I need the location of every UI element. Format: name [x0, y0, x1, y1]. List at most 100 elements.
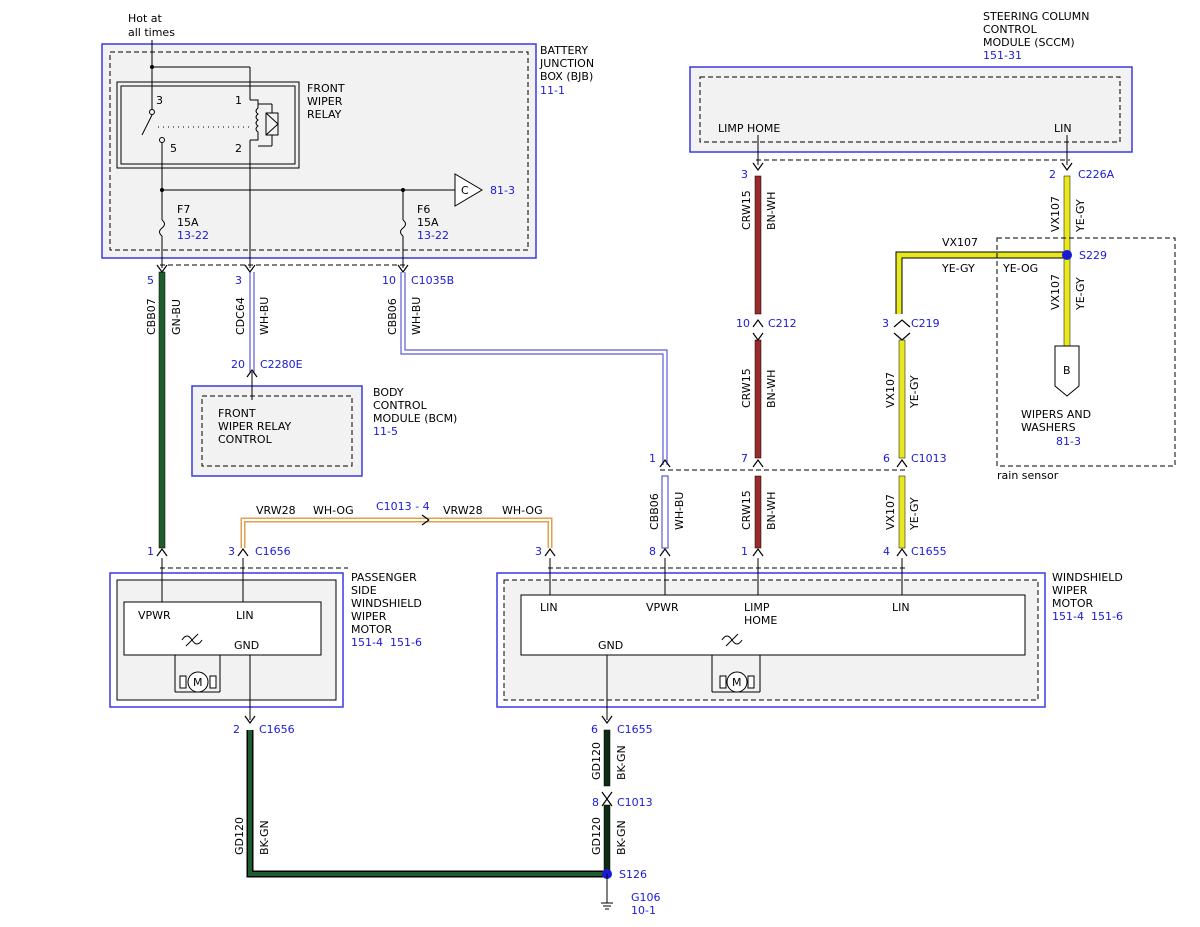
- wire-label-vx107-b: VX107: [884, 372, 897, 408]
- wire-cbb07: [158, 271, 166, 549]
- wire-vx107-h: [1063, 175, 1071, 347]
- ws-name-3: MOTOR: [1052, 597, 1094, 610]
- pass-pin-3: 3: [228, 545, 235, 558]
- relay-name-1: FRONT: [307, 82, 345, 95]
- wire-label-bk-gn-c: BK-GN: [615, 820, 628, 855]
- wire-label-wh-bu-1: WH-BU: [258, 297, 271, 335]
- rain-sensor-label: rain sensor: [997, 469, 1059, 482]
- bjb-ref: 11-1: [540, 84, 565, 97]
- bcm-func-2: WIPER RELAY: [218, 420, 291, 433]
- pass-ref-2: 151-6: [390, 636, 422, 649]
- bjb-name-1: BATTERY: [540, 44, 588, 57]
- ground-g106: G106: [631, 891, 661, 904]
- wire-vx107-c: [898, 475, 906, 549]
- front-wiper-relay: [116, 67, 300, 268]
- sccm-limp-home: LIMP HOME: [718, 122, 780, 135]
- bcm-conn: C2280E: [260, 358, 303, 371]
- wire-cbb06: [400, 272, 669, 549]
- relay-pin-5: 5: [170, 142, 177, 155]
- ws-vpwr: VPWR: [646, 601, 679, 614]
- relay-name-2: WIPER: [307, 95, 343, 108]
- bjb-name-3: BOX (BJB): [540, 70, 593, 83]
- wipers-washers-1: WIPERS AND: [1021, 408, 1091, 421]
- ws-pin-1: 1: [741, 545, 748, 558]
- fuse-f7-ref: 13-22: [177, 229, 209, 242]
- pass-gnd: GND: [234, 639, 259, 652]
- wire-vx107-b: [898, 339, 906, 459]
- ws-pin-4: 4: [883, 545, 890, 558]
- wire-label-bn-wh-b: BN-WH: [765, 370, 778, 408]
- ws-ref-2: 151-6: [1091, 610, 1123, 623]
- ws-pin-3: 3: [535, 545, 542, 558]
- wire-vx107-a: [895, 251, 1067, 314]
- sccm-name-3: MODULE (SCCM): [983, 36, 1075, 49]
- c1013-pin-1: 1: [649, 452, 656, 465]
- bcm-name-2: CONTROL: [373, 399, 428, 412]
- splice-s229-label: S229: [1079, 249, 1107, 262]
- bjb-pin-10: 10: [382, 274, 396, 287]
- relay-pin-2: 2: [235, 142, 242, 155]
- rain-sensor-box: [996, 237, 1176, 467]
- c1013-label: C1013: [911, 452, 947, 465]
- wire-label-ye-gy-h1: YE-GY: [1074, 199, 1087, 233]
- wipers-washers-ref: 81-3: [1056, 435, 1081, 448]
- pass-vpwr: VPWR: [138, 609, 171, 622]
- wire-label-wh-bu-2: WH-BU: [410, 297, 423, 335]
- wire-label-bk-gn-a: BK-GN: [258, 820, 271, 855]
- ws-limp-1: LIMP: [744, 601, 770, 614]
- passenger-wiper-motor: [109, 558, 348, 720]
- wire-label-vrw28-a: VRW28: [256, 504, 296, 517]
- splice-s229: [1062, 250, 1072, 260]
- wire-label-wh-og-b: WH-OG: [502, 504, 543, 517]
- bjb-pin-5: 5: [147, 274, 154, 287]
- fuse-f6-rating: 15A: [417, 216, 439, 229]
- bcm-name-3: MODULE (BCM): [373, 412, 457, 425]
- sccm-conn-c226a: C226A: [1078, 168, 1115, 181]
- bcm-func-3: CONTROL: [218, 433, 273, 446]
- wire-label-crw15-c: CRW15: [740, 490, 753, 530]
- c219-label: C219: [911, 317, 940, 330]
- wire-gd120-a: [246, 730, 607, 878]
- ws-pin-8: 8: [649, 545, 656, 558]
- pass-name-3: WINDSHIELD: [351, 597, 422, 610]
- bcm-ref: 11-5: [373, 425, 398, 438]
- c219-pin: 3: [882, 317, 889, 330]
- pass-pin-1: 1: [147, 545, 154, 558]
- wire-vrw28: [240, 517, 553, 548]
- wire-label-crw15-a: CRW15: [740, 190, 753, 230]
- wire-label-cdc64: CDC64: [234, 297, 247, 335]
- fuse-f7-rating: 15A: [177, 216, 199, 229]
- ws-gnd: GND: [598, 639, 623, 652]
- relay-pin-3: 3: [156, 94, 163, 107]
- sccm-pin-3: 3: [741, 168, 748, 181]
- hot-label-1: Hot at: [128, 12, 163, 25]
- bcm-name-1: BODY: [373, 386, 404, 399]
- pass-name-5: MOTOR: [351, 623, 393, 636]
- connector-arrows: [156, 162, 1073, 807]
- wire-label-ye-gy-c: YE-GY: [908, 497, 921, 531]
- relay-name-3: RELAY: [307, 108, 342, 121]
- pass-conn-2: C1656: [259, 723, 295, 736]
- ground-symbol: [601, 874, 613, 910]
- wire-label-wh-bu-3: WH-BU: [673, 492, 686, 530]
- wire-cdc64: [249, 272, 255, 372]
- wire-label-gd120-a: GD120: [233, 817, 246, 855]
- connector-c-ref: 81-3: [490, 184, 515, 197]
- relay-pin-1: 1: [235, 94, 242, 107]
- sccm-lin: LIN: [1054, 122, 1072, 135]
- bjb-pin-3: 3: [235, 274, 242, 287]
- wire-label-vx107-c: VX107: [884, 494, 897, 530]
- wire-label-vx107-h1: VX107: [1049, 196, 1062, 232]
- battery-junction-box: [101, 40, 537, 268]
- c1013-pin-6: 6: [883, 452, 890, 465]
- fuse-f6-name: F6: [417, 203, 430, 216]
- wire-label-vx107-d: VX107: [1049, 274, 1062, 310]
- ws-conn-6: C1655: [617, 723, 653, 736]
- wire-gd120-b: [603, 729, 611, 787]
- pass-pin-2: 2: [233, 723, 240, 736]
- wire-label-ye-gy-d: YE-GY: [1074, 277, 1087, 311]
- sccm-name-2: CONTROL: [983, 23, 1038, 36]
- wire-crw15-c: [754, 475, 762, 549]
- bjb-conn-c1035b: C1035B: [411, 274, 454, 287]
